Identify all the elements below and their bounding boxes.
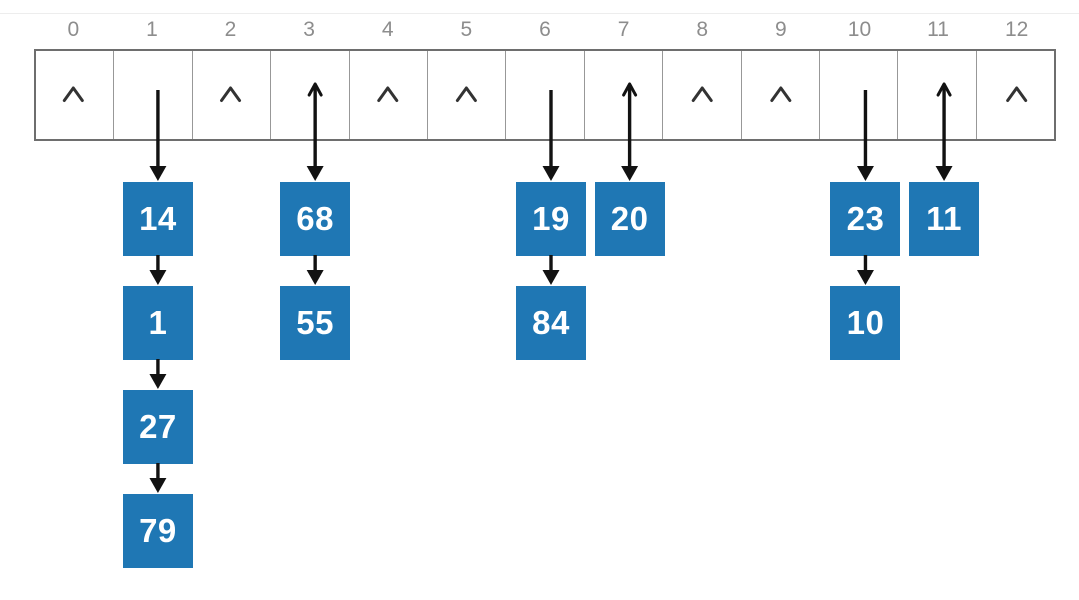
chain-link-arrow-bucket3-0 [306,255,324,285]
index-label-6: 6 [539,18,551,41]
top-hairline [0,13,1079,14]
chain-node-bucket11-0: 11 [909,182,980,256]
chain-node-bucket7-0: 20 [594,182,665,256]
index-label-11: 11 [927,18,949,41]
index-label-3: 3 [303,18,315,41]
index-label-2: 2 [224,18,237,41]
bucket-cell-0 [36,51,113,139]
bucket-cell-5 [426,51,505,139]
index-label-0: 0 [67,18,80,41]
chain-link-arrow-bucket10-0 [856,255,874,285]
index-label-8: 8 [696,18,709,41]
chain-node-bucket1-3: 79 [122,494,193,568]
index-label-10: 10 [847,18,872,41]
chain-node-bucket10-1: 10 [830,286,901,360]
bucket-cell-2 [191,51,270,139]
bucket-cell-7 [583,51,662,139]
bucket-array [34,49,1056,141]
index-label-4: 4 [381,18,394,41]
bucket-cell-1 [113,51,191,139]
index-label-1: 1 [146,18,158,41]
chain-node-bucket1-1: 1 [122,286,193,360]
chain-link-arrow-bucket1-2 [149,463,167,493]
bucket-cell-9 [740,51,819,139]
bucket-cell-3 [270,51,348,139]
chain-node-bucket3-1: 55 [280,286,351,360]
index-label-7: 7 [617,18,630,41]
bucket-cell-4 [348,51,427,139]
bucket-cell-12 [975,51,1054,139]
chain-node-bucket6-1: 84 [515,286,586,360]
chain-node-bucket1-2: 27 [122,390,193,464]
index-label-5: 5 [460,18,473,41]
chain-node-bucket3-0: 68 [280,182,351,256]
chain-link-arrow-bucket6-0 [542,255,560,285]
bucket-cell-8 [662,51,740,139]
index-label-12: 12 [1005,18,1029,41]
chain-link-arrow-bucket1-1 [149,359,167,389]
chain-node-bucket6-0: 19 [515,182,586,256]
bucket-cell-10 [818,51,897,139]
chain-node-bucket10-0: 23 [830,182,901,256]
bucket-cell-11 [897,51,975,139]
index-label-9: 9 [774,18,787,41]
bucket-cell-6 [505,51,583,139]
chain-link-arrow-bucket1-0 [149,255,167,285]
chain-node-bucket1-0: 14 [122,182,193,256]
